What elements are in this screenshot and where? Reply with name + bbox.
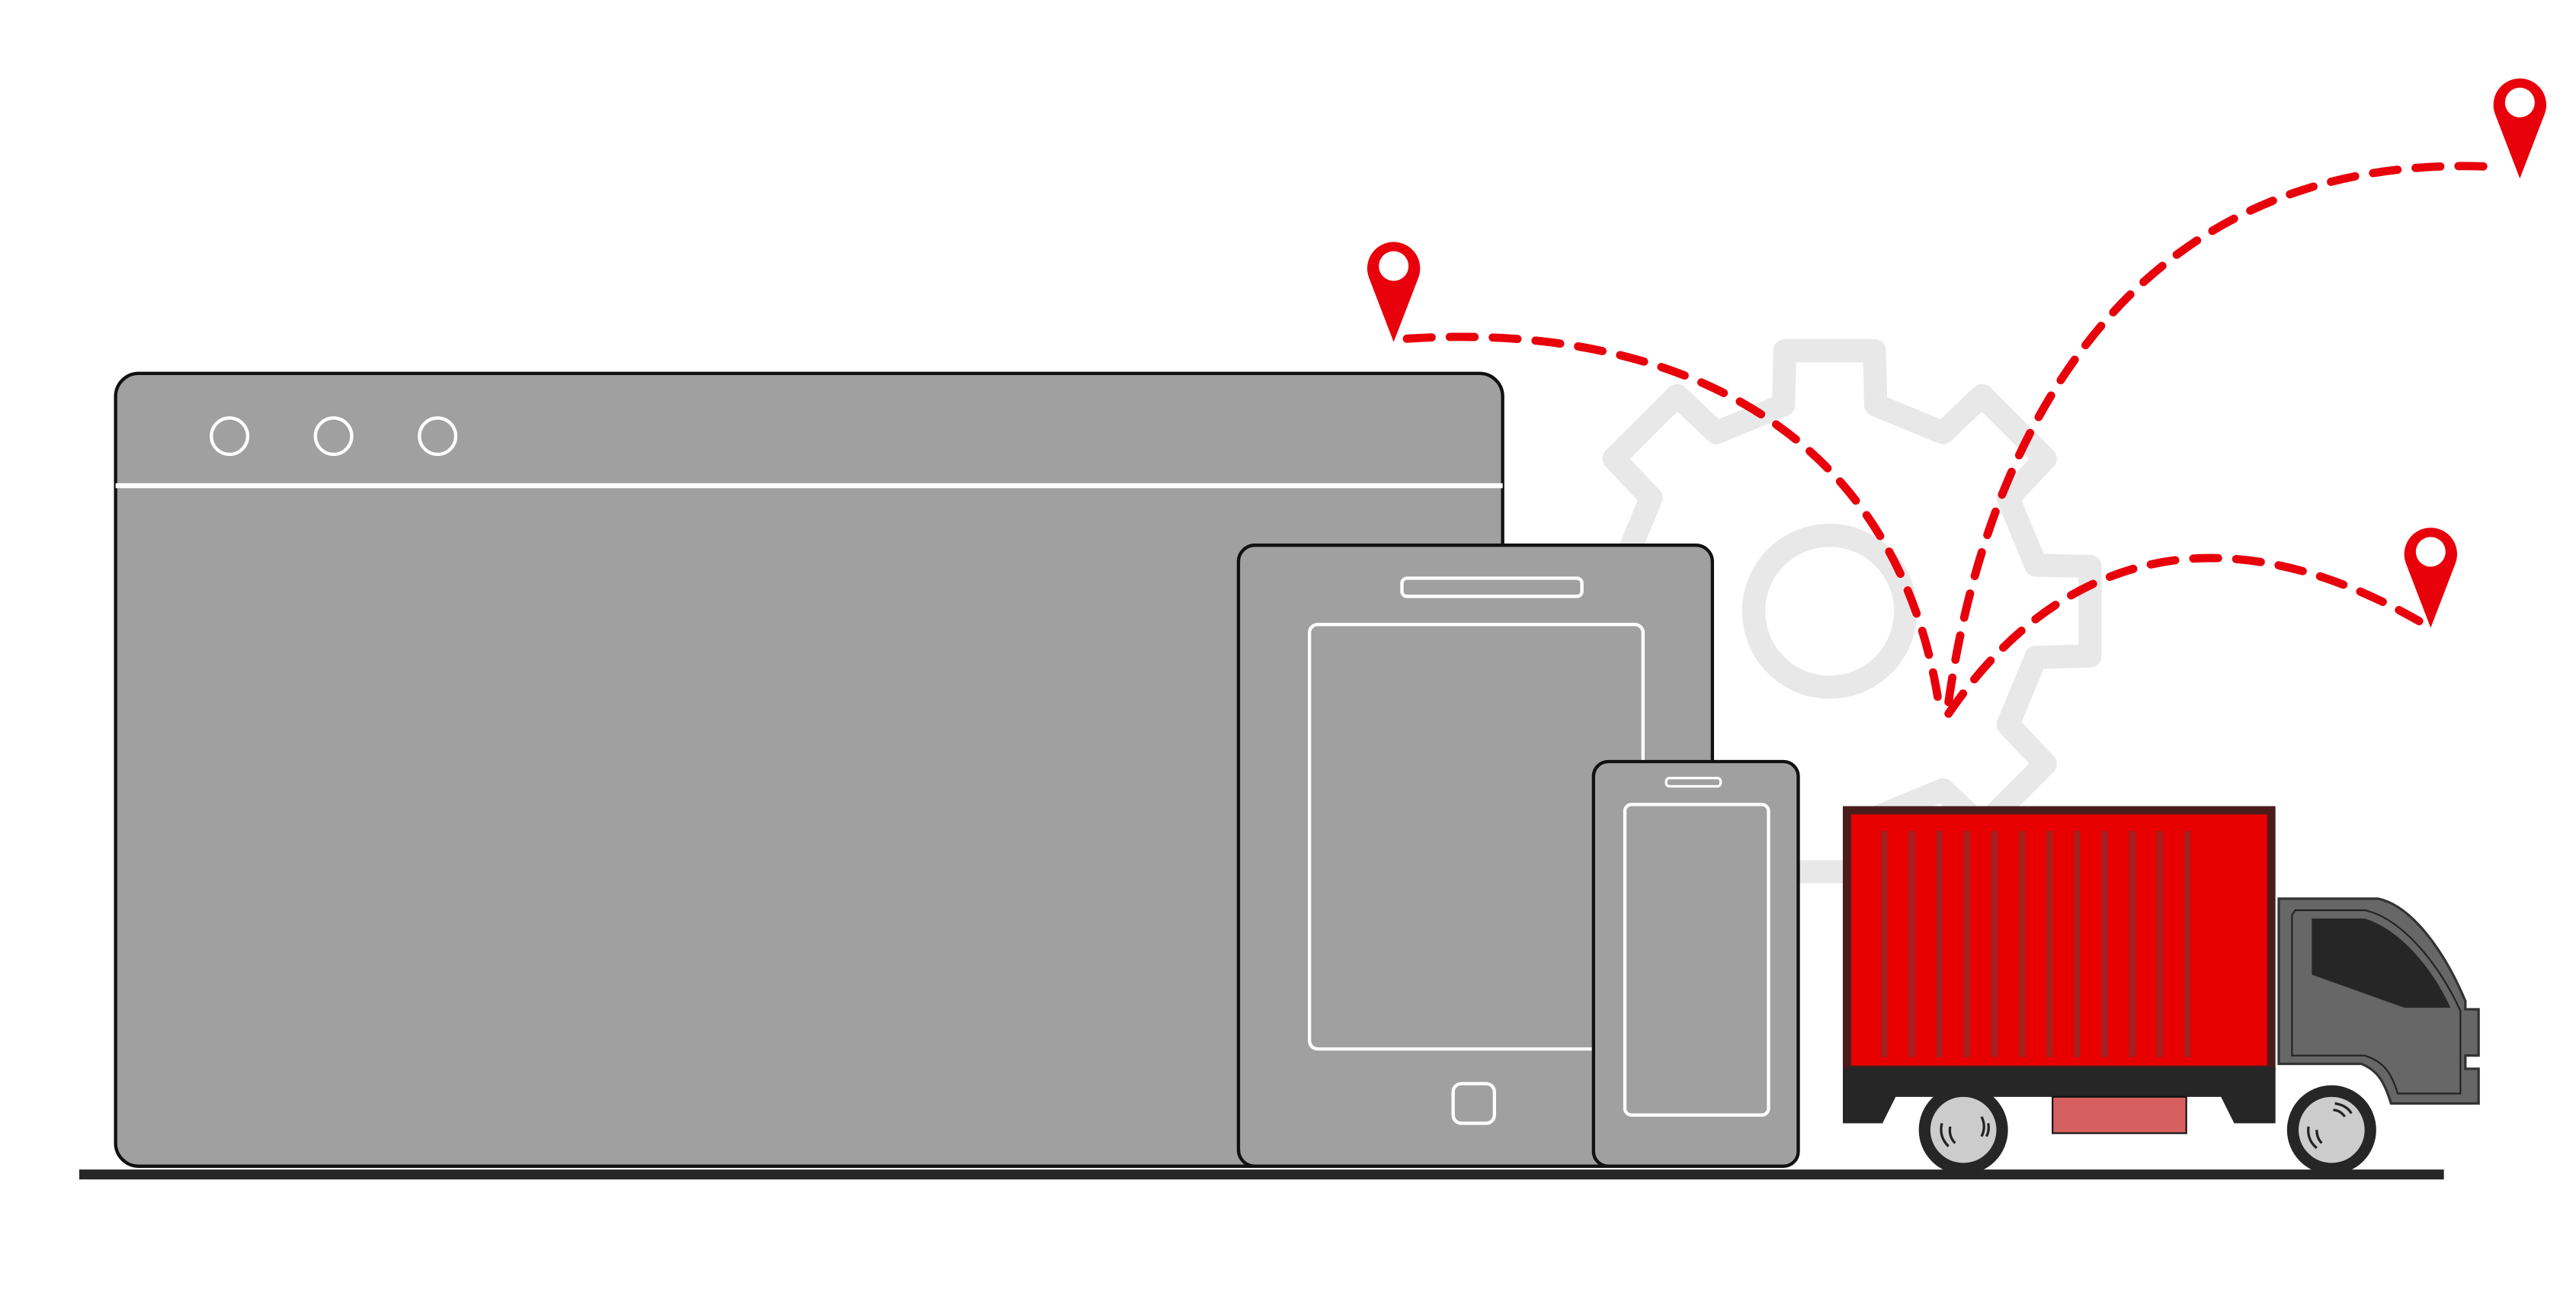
window-dot-icon [418, 416, 458, 457]
window-dot-icon [313, 416, 354, 457]
wheel-icon [1918, 1085, 2008, 1175]
container-rib [1936, 831, 1943, 1057]
container-rib [2184, 831, 2191, 1057]
bumper [2052, 1095, 2187, 1134]
location-pin-icon [1366, 242, 1421, 342]
container-rib [1963, 831, 1971, 1057]
container-rib [1991, 831, 1998, 1057]
route-path-1 [1402, 332, 1945, 718]
wheel-icon [2286, 1085, 2376, 1175]
container-rib [1880, 831, 1888, 1057]
location-pin-icon [2404, 528, 2457, 628]
ground-line [79, 1169, 2444, 1180]
container-rib [2129, 831, 2136, 1057]
route-path-3 [1944, 553, 2424, 718]
location-pin-icon [2493, 78, 2546, 179]
cab-window [2312, 918, 2451, 1008]
container-rib [2074, 831, 2081, 1057]
window-dot-icon [210, 416, 250, 457]
route-paths [1402, 162, 2501, 718]
container-rib [1908, 831, 1915, 1057]
container-rib [2046, 831, 2053, 1057]
smartphone-icon [1591, 759, 1800, 1168]
container-rib [2156, 831, 2164, 1057]
chassis [1843, 1066, 2276, 1124]
route-path-2 [1944, 162, 2501, 707]
delivery-truck-icon [1843, 806, 2480, 1175]
gear-hole [1741, 524, 1918, 699]
container-rib [2101, 831, 2108, 1057]
container-rib [2018, 831, 2026, 1057]
